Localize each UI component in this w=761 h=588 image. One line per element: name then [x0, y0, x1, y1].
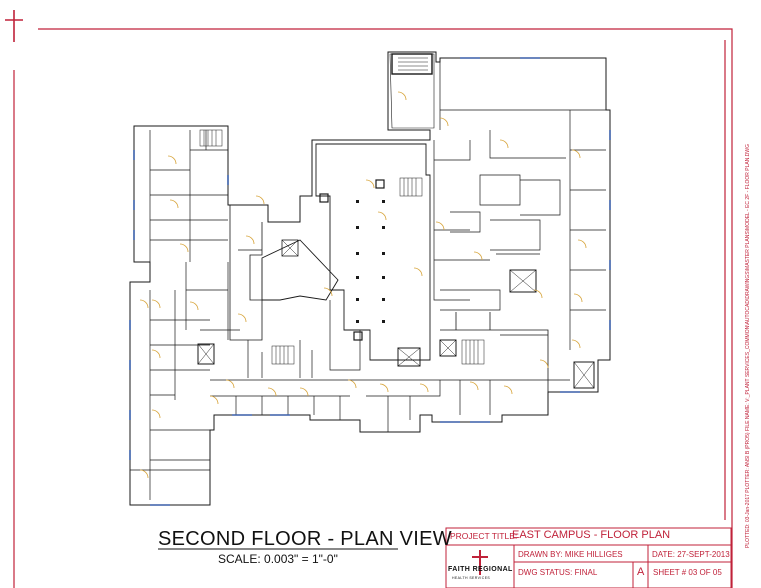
- plot-side-note: PLOTTED: 03-Jan-2017 PLOTTER: ANSI B (PR…: [745, 144, 751, 548]
- drawn-by: DRAWN BY: MIKE HILLIGES: [518, 550, 623, 559]
- logo-cross-icon: [472, 550, 488, 575]
- windows: [129, 57, 611, 506]
- drawing-scale: SCALE: 0.003" = 1"-0": [218, 552, 338, 566]
- revision-letter: A: [637, 566, 645, 578]
- project-title-label: PROJECT TITLE:: [450, 531, 518, 541]
- floor-plan: [129, 51, 611, 506]
- sheet-number: SHEET # 03 OF 05: [653, 568, 722, 577]
- project-title-value: EAST CAMPUS - FLOOR PLAN: [512, 529, 671, 541]
- logo-text: FAITH REGIONAL: [448, 566, 513, 573]
- drawing-title: SECOND FLOOR - PLAN VIEW: [158, 528, 452, 550]
- drawing-status: DWG STATUS: FINAL: [518, 568, 598, 577]
- door-swings: [139, 91, 587, 479]
- cross-icon: [5, 10, 23, 42]
- drawing-date: DATE: 27-SEPT-2013: [652, 550, 730, 559]
- sheet-border: [13, 28, 733, 588]
- logo-subtext: HEALTH SERVICES: [452, 576, 491, 580]
- title-block-frame: [445, 527, 732, 588]
